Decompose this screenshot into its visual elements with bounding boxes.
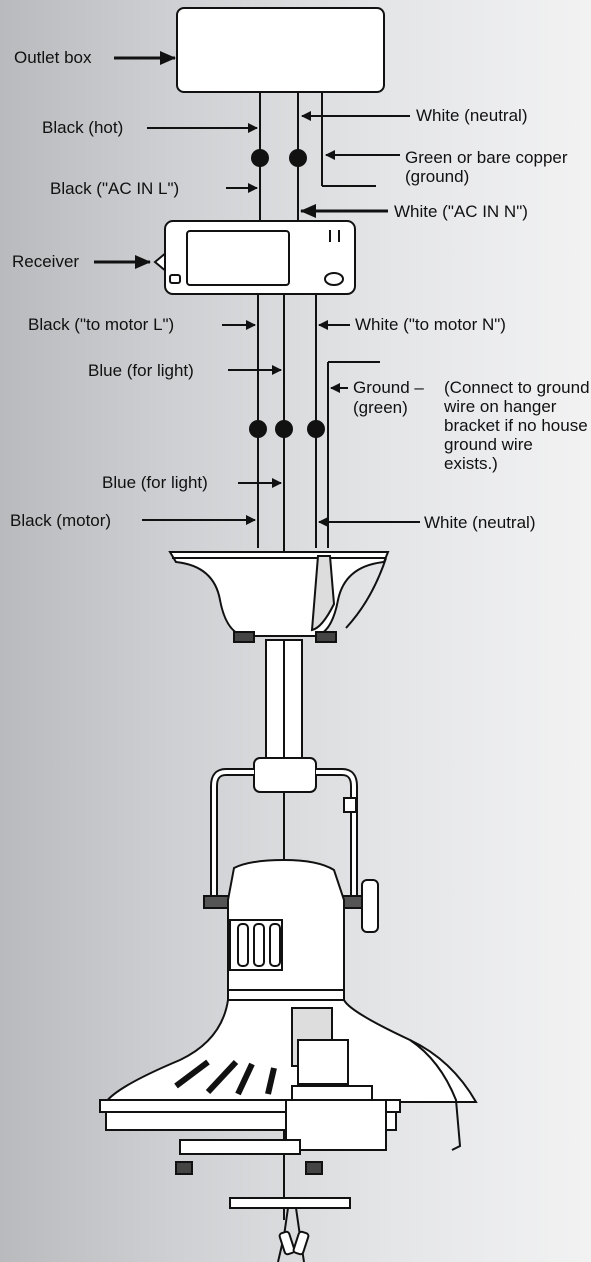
wire-nut-icon [307,420,325,438]
receiver-box-icon [153,220,356,295]
label-black-hot: Black (hot) [42,118,124,137]
wire-nut-icon [275,420,293,438]
label-outlet-box: Outlet box [14,48,92,67]
label-white-neutral-top: White (neutral) [416,106,528,125]
label-white-to-motor-n: White ("to motor N") [355,315,506,334]
label-white-ac-in-n: White ("AC IN N") [394,202,528,221]
arrows [94,51,420,527]
wire-nut-icon [289,149,307,167]
label-green-ground-top: Green or bare copper (ground) [405,148,568,186]
label-black-to-motor-l: Black ("to motor L") [28,315,175,334]
house-wires [259,92,376,226]
label-ground-color: (green) [353,398,408,417]
ceiling-fan-icon [99,551,478,1262]
label-receiver: Receiver [12,252,80,271]
label-blue-light-top: Blue (for light) [88,361,194,380]
wire-nut-icon [249,420,267,438]
label-ground-word: Ground [353,378,410,397]
label-black-motor: Black (motor) [10,511,112,530]
label-blue-light-bottom: Blue (for light) [102,473,208,492]
label-ground-note: (Connect to ground wire on hanger bracke… [444,378,590,473]
outlet-box [176,7,385,93]
label-ground: Ground – [353,378,424,397]
label-white-neutral-bottom: White (neutral) [424,513,536,532]
label-black-ac-in-l: Black ("AC IN L") [50,179,180,198]
wire-nut-icon [251,149,269,167]
